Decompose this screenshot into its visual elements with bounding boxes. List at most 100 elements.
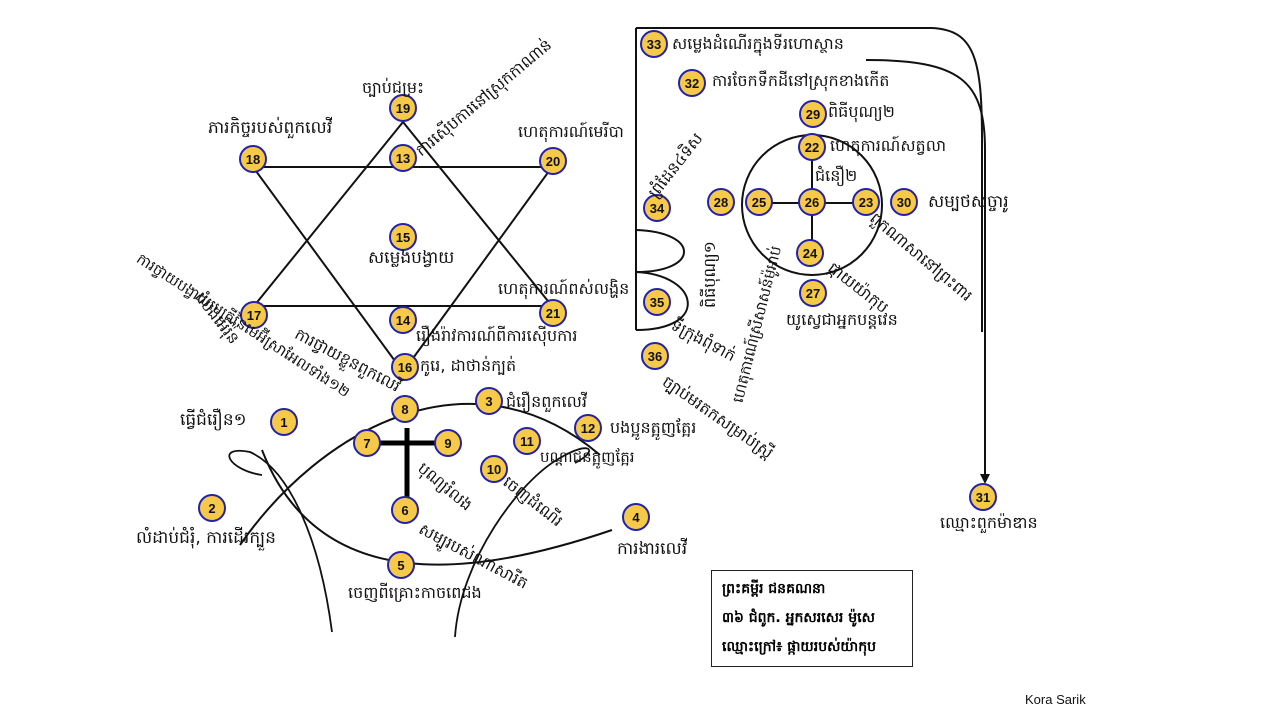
node-5: 5 [387, 551, 415, 579]
refuge-arc-upper [635, 229, 685, 273]
node-number: 4 [632, 510, 640, 525]
node-number: 11 [520, 434, 534, 449]
node-number: 29 [806, 107, 820, 122]
node-number: 23 [859, 195, 873, 210]
node-11: 11 [513, 427, 541, 455]
node-circle [389, 306, 417, 334]
node-36: 36 [641, 342, 669, 370]
node-16: 16 [391, 353, 419, 381]
node-circle [353, 429, 381, 457]
node-circle [539, 147, 567, 175]
node-10: 10 [480, 455, 508, 483]
node-circle [270, 408, 298, 436]
node-18: 18 [239, 145, 267, 173]
node-15: 15 [389, 223, 417, 251]
node-circle [434, 429, 462, 457]
node-17: 17 [240, 301, 268, 329]
node-number: 9 [444, 436, 451, 451]
node-circle [240, 301, 268, 329]
node-14: 14 [389, 306, 417, 334]
node-number: 30 [897, 195, 911, 210]
node-20: 20 [539, 147, 567, 175]
label-feasts-1: ពិធីបុណ្យ១ [700, 241, 719, 308]
node-number: 3 [485, 394, 492, 409]
node-8: 8 [391, 395, 419, 423]
frame-top-edge [636, 27, 983, 332]
label-census-1: ធ្វើជំរឿន១ [180, 410, 247, 430]
label-donkey: ហេតុការណ៍សត្វលា [830, 136, 947, 155]
node-circle [641, 342, 669, 370]
label-bronze-serpent: ហេតុការណ៍ពស់លង្ហិន [498, 279, 630, 298]
label-leprosy: ចេញពីគ្រោះកាចពេជង [348, 583, 482, 602]
left-hand-curve [228, 449, 333, 633]
node-number: 28 [714, 195, 728, 210]
node-circle [745, 188, 773, 216]
label-people-complain: បណ្តាជនត្អូញត្អែរ [540, 448, 635, 466]
node-circle [389, 223, 417, 251]
node-31: 31 [969, 483, 997, 511]
node-33: 33 [640, 30, 668, 58]
node-circle [539, 299, 567, 327]
node-number: 7 [363, 436, 370, 451]
node-number: 21 [546, 306, 560, 321]
node-22: 22 [798, 133, 826, 161]
label-levite-duties: ភារកិច្ចរបស់ពួកលេវី [208, 118, 333, 138]
arrow-head [980, 474, 990, 484]
node-number: 6 [401, 503, 408, 518]
node-number: 15 [396, 230, 410, 245]
node-number: 12 [581, 421, 595, 436]
node-number: 13 [396, 151, 410, 166]
label-joshua: យូស្វេជាអ្នកបន្តវេន [786, 310, 898, 329]
node-number: 16 [398, 360, 412, 375]
label-midian: ឈ្មោះពួកម៉ាឌាន [940, 513, 1038, 532]
label-wilderness-journey: សម្លេងដំណើរក្នុងទីរហោស្ថាន [672, 34, 844, 53]
node-circle [798, 188, 826, 216]
node-circle [643, 288, 671, 316]
node-27: 27 [799, 279, 827, 307]
node-number: 8 [401, 402, 408, 417]
node-number: 1 [280, 415, 287, 430]
node-number: 33 [647, 37, 661, 52]
node-24: 24 [796, 239, 824, 267]
node-number: 19 [396, 101, 410, 116]
node-28: 28 [707, 188, 735, 216]
node-circle [890, 188, 918, 216]
node-number: 10 [487, 462, 501, 477]
node-number: 31 [976, 490, 990, 505]
right-hand-curve [454, 447, 590, 638]
node-circle [643, 194, 671, 222]
node-34: 34 [643, 194, 671, 222]
node-number: 14 [396, 313, 411, 328]
node-number: 18 [246, 152, 260, 167]
node-circle [475, 387, 503, 415]
node-circle [513, 427, 541, 455]
node-circle [239, 145, 267, 173]
node-circle [389, 144, 417, 172]
author-credit: Kora Sarik [1025, 692, 1086, 707]
node-19: 19 [389, 94, 417, 122]
node-circle [799, 100, 827, 128]
label-levite-census: ជំរឿនពួកលេវី [506, 392, 587, 411]
book-title: ព្រះគម្ពីរ ជនគណនា [722, 581, 826, 597]
label-vows: សម្បថសច្ចារូ [928, 192, 1009, 212]
book-info-box: ព្រះគម្ពីរ ជនគណនា ៣៦ ជំពូក. អ្នកសរសេរ ម៉… [711, 570, 913, 667]
book-chapters-author: ៣៦ ជំពូក. អ្នកសរសេរ ម៉ូសេ [722, 610, 875, 626]
label-meribah: ហេតុការណ៍មេរីបា [518, 122, 624, 141]
node-1: 1 [270, 408, 298, 436]
label-offerings: សម្លេងបង្វាយ [368, 248, 455, 268]
node-26: 26 [798, 188, 826, 216]
node-circle [678, 69, 706, 97]
node-circle [480, 455, 508, 483]
node-9: 9 [434, 429, 462, 457]
label-east-land: ការចែកទឹកដីនៅស្រុកខាងកើត [712, 71, 890, 90]
node-23: 23 [852, 188, 880, 216]
node-3: 3 [475, 387, 503, 415]
node-number: 20 [546, 154, 560, 169]
node-number: 27 [806, 286, 820, 301]
node-circle [391, 353, 419, 381]
node-number: 32 [685, 76, 699, 91]
node-30: 30 [890, 188, 918, 216]
label-camp-order: លំដាប់ជំរុំ, ការដើរក្បួន [136, 528, 276, 548]
node-number: 5 [397, 558, 404, 573]
node-circle [391, 496, 419, 524]
